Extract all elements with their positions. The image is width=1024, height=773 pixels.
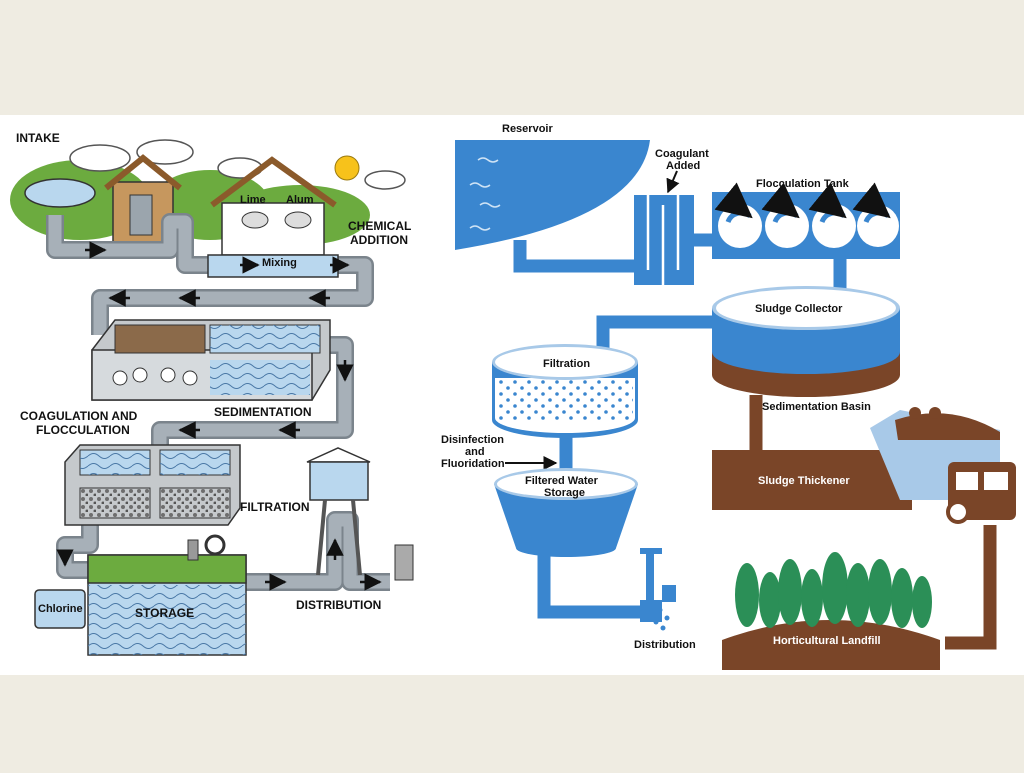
label-distribution-right: Distribution [634,639,696,651]
filtration-cylinder [492,344,638,438]
label-disinfection-line2: and [465,446,485,458]
label-disinfection-line1: Disinfection [441,434,504,446]
filtered-storage-funnel [494,468,638,557]
label-coagulant-line2: Added [666,160,701,172]
pipe-route-upper [48,215,372,335]
reservoir-shape [455,140,650,250]
pipe-route-mid [153,338,352,465]
label-chlorine: Chlorine [38,603,83,615]
water-tower [306,447,414,581]
reservoir-ripples [469,157,501,231]
coagulant-mixer [634,195,694,285]
coagulant-arrow [666,170,680,194]
label-filtered-line2: Storage [544,487,585,499]
label-horticultural-landfill: Horticultural Landfill [773,635,881,647]
label-alum: Alum [286,194,314,206]
label-reservoir: Reservoir [502,123,553,135]
storage-tank [87,534,247,656]
right-brown-pipes [749,395,997,650]
flocculation-tank [712,182,900,259]
label-coagulation-line1: COAGULATION AND [20,409,138,423]
label-filtration-right: Filtration [543,358,591,370]
pipe-route-distribution [245,513,390,589]
intake-lake [24,178,96,208]
label-lime: Lime [240,194,266,206]
label-storage: STORAGE [135,606,195,620]
label-sedimentation: SEDIMENTATION [214,405,312,419]
pipe-route-lower [58,520,97,577]
right-blue-pipes [513,233,847,619]
truck-icon [870,407,1016,524]
left-flow-arrows [56,241,382,591]
chlorine-tank [34,589,86,629]
label-chemical-addition-line1: CHEMICAL [348,219,412,233]
label-distribution-left: DISTRIBUTION [296,598,382,612]
sedimentation-basin [91,319,331,401]
label-coagulation-line2: FLOCCULATION [36,423,130,437]
label-intake: INTAKE [16,131,60,145]
chemical-house [210,156,337,256]
faucet-icon [640,548,676,631]
label-coagulant-line1: Coagulant [655,148,709,160]
sludge-collector-basin [712,286,900,397]
label-filtration-left: FILTRATION [240,500,310,514]
label-disinfection-line3: Fluoridation [441,458,505,470]
label-sedimentation-basin: Sedimentation Basin [762,401,871,413]
label-filtered-line1: Filtered Water [525,475,598,487]
landfill-hill [722,620,940,670]
sludge-thickener-box [712,450,912,510]
label-flocculation-tank: Flocculation Tank [756,178,849,190]
filtration-box [64,444,241,526]
trees [735,552,932,628]
label-sludge-thickener: Sludge Thickener [758,475,850,487]
label-sludge-collector: Sludge Collector [755,303,843,315]
label-mixing: Mixing [262,257,297,269]
label-chemical-addition-line2: ADDITION [350,233,408,247]
